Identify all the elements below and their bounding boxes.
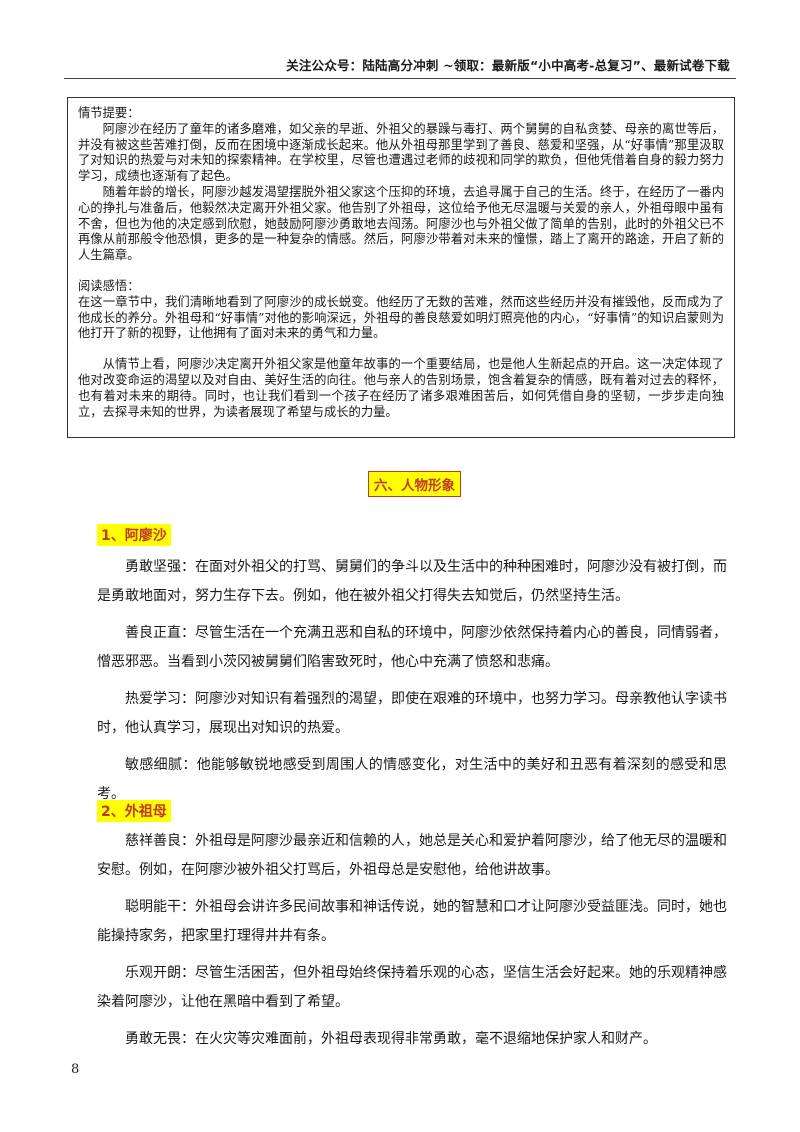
- header-divider: [64, 78, 736, 79]
- trait-paragraph: 慈祥善良：外祖母是阿廖沙最亲近和信赖的人，她总是关心和爱护着阿廖沙，给了他无尽的…: [97, 833, 727, 878]
- trait-paragraph: 勇敢无畏：在火灾等灾难面前，外祖母表现得非常勇敢，毫不退缩地保护家人和财产。: [125, 1031, 657, 1047]
- plot-label: 情节提要：: [78, 106, 140, 120]
- character-traits-alyosha: 勇敢坚强：在面对外祖父的打骂、舅舅们的争斗以及生活中的种种困难时，阿廖沙没有被打…: [97, 553, 727, 817]
- plot-paragraph: 随着年龄的增长，阿廖沙越发渴望摆脱外祖父家这个压抑的环境，去追寻属于自己的生活。…: [78, 184, 724, 263]
- insight-label: 阅读感悟：: [78, 278, 140, 293]
- trait-paragraph: 敏感细腻：他能够敏锐地感受到周围人的情感变化，对生活中的美好和丑恶有着深刻的感受…: [97, 757, 727, 802]
- insight-paragraph: 从情节上看，阿廖沙决定离开外祖父家是他童年故事的一个重要结局，也是他人生新起点的…: [78, 357, 724, 419]
- trait-paragraph: 勇敢坚强：在面对外祖父的打骂、舅舅们的争斗以及生活中的种种困难时，阿廖沙没有被打…: [97, 559, 727, 604]
- trait-paragraph: 聪明能干：外祖母会讲许多民间故事和神话传说，她的智慧和口才让阿廖沙受益匪浅。同时…: [97, 899, 727, 944]
- trait-paragraph: 乐观开朗：尽管生活困苦，但外祖母始终保持着乐观的心态，坚信生活会好起来。她的乐观…: [97, 965, 727, 1010]
- section-title: 六、人物形象: [368, 471, 461, 497]
- character-heading-grandmother: 2、外祖母: [97, 800, 171, 822]
- plot-paragraph: 阿廖沙在经历了童年的诸多磨难，如父亲的早逝、外祖父的暴躁与毒打、两个舅舅的自私贪…: [78, 121, 724, 184]
- trait-paragraph: 善良正直：尽管生活在一个充满丑恶和自私的环境中，阿廖沙依然保持着内心的善良，同情…: [97, 625, 727, 670]
- page-number: 8: [71, 1062, 80, 1077]
- plot-summary-box: 情节提要： 阿廖沙在经历了童年的诸多磨难，如父亲的早逝、外祖父的暴躁与毒打、两个…: [67, 97, 735, 438]
- trait-paragraph: 热爱学习：阿廖沙对知识有着强烈的渴望，即使在艰难的环境中，也努力学习。母亲教他认…: [97, 691, 727, 736]
- character-heading-alyosha: 1、阿廖沙: [97, 524, 171, 546]
- page-header: 关注公众号：陆陆高分冲刺 ~领取：最新版“小中高考-总复习”、最新试卷下载: [286, 58, 730, 73]
- character-traits-grandmother: 慈祥善良：外祖母是阿廖沙最亲近和信赖的人，她总是关心和爱护着阿廖沙，给了他无尽的…: [97, 827, 727, 1062]
- insight-paragraph: 在这一章节中，我们清晰地看到了阿廖沙的成长蜕变。他经历了无数的苦难，然而这些经历…: [78, 294, 724, 341]
